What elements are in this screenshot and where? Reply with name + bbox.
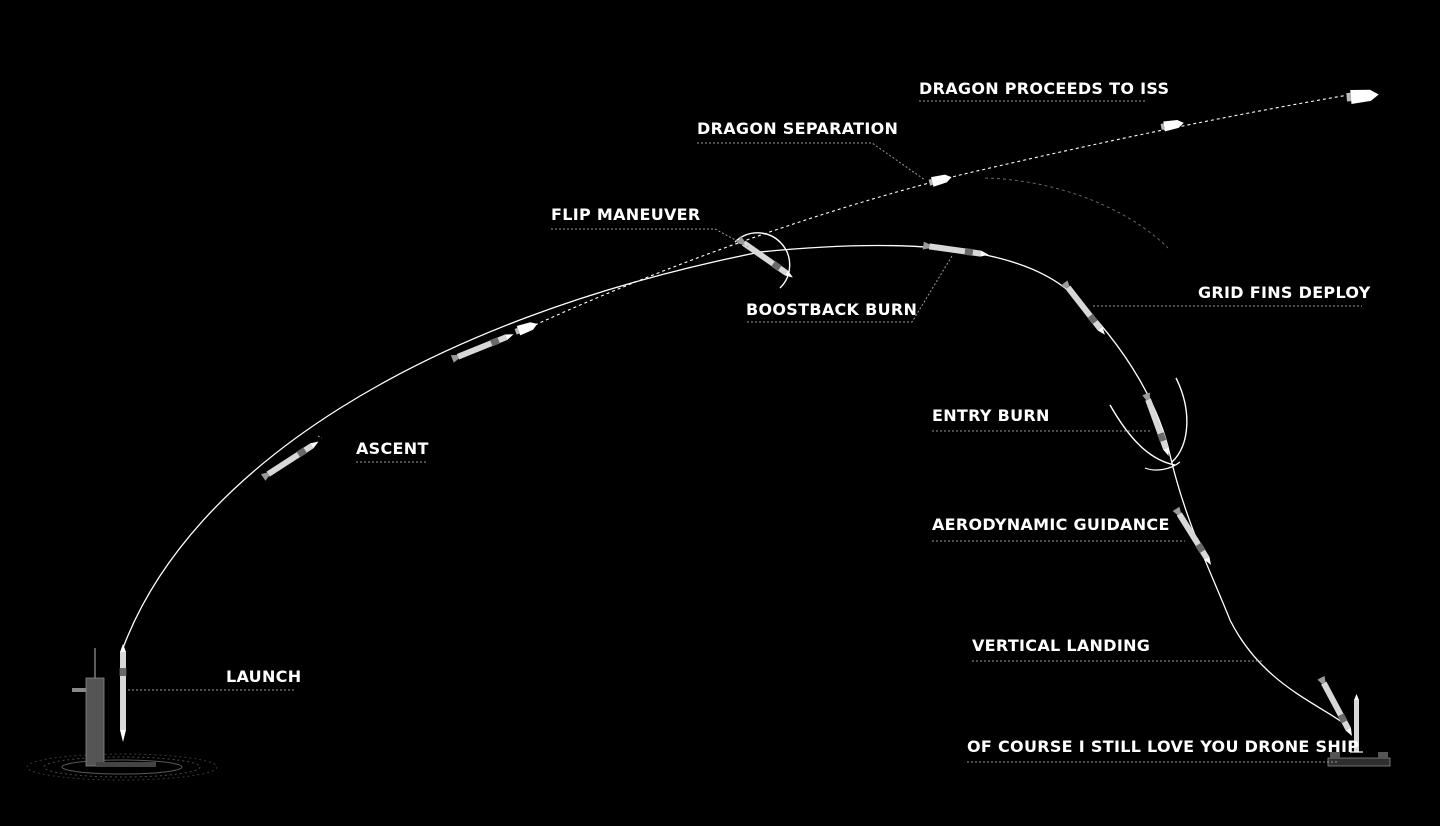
entry-burn-plume bbox=[1144, 461, 1181, 471]
second-stage-early bbox=[513, 319, 539, 337]
label-drone-ship: OF COURSE I STILL LOVE YOU DRONE SHIP bbox=[967, 737, 1360, 756]
booster-trajectory bbox=[122, 244, 1343, 723]
label-aerodynamic-guidance: AERODYNAMIC GUIDANCE bbox=[932, 515, 1170, 534]
label-boostback-burn: BOOSTBACK BURN bbox=[746, 300, 918, 319]
rocket-grid-fins bbox=[1061, 280, 1109, 338]
second-stage-trajectory bbox=[534, 92, 1361, 326]
flip-maneuver-arc bbox=[734, 232, 791, 289]
rocket-entry-burn bbox=[1142, 392, 1173, 458]
rocket-on-pad bbox=[119, 644, 127, 742]
label-entry-burn: ENTRY BURN bbox=[932, 406, 1050, 425]
launch-pad-rings bbox=[26, 753, 218, 781]
label-ascent: ASCENT bbox=[356, 439, 429, 458]
label-flip-maneuver: FLIP MANEUVER bbox=[551, 205, 701, 224]
label-grid-fins: GRID FINS DEPLOY bbox=[1198, 283, 1371, 302]
separation-fade-arc bbox=[984, 177, 1169, 249]
label-launch: LAUNCH bbox=[226, 667, 302, 686]
entry-burn-plume bbox=[1109, 404, 1176, 466]
rocket-ascent-1 bbox=[260, 438, 321, 481]
rocket-boostback bbox=[922, 241, 990, 259]
dragon-capsule bbox=[1346, 87, 1380, 105]
label-vertical-landing: VERTICAL LANDING bbox=[972, 636, 1151, 655]
launch-tower bbox=[72, 648, 156, 767]
leader-lines bbox=[128, 100, 1362, 763]
entry-burn-plume bbox=[1171, 377, 1188, 463]
rocket-aero-guidance bbox=[1172, 506, 1215, 567]
label-dragon-proceeds: DRAGON PROCEEDS TO ISS bbox=[919, 79, 1170, 98]
label-dragon-separation: DRAGON SEPARATION bbox=[697, 119, 899, 138]
second-stage-separation bbox=[928, 172, 953, 188]
rocket-flip bbox=[736, 236, 796, 281]
